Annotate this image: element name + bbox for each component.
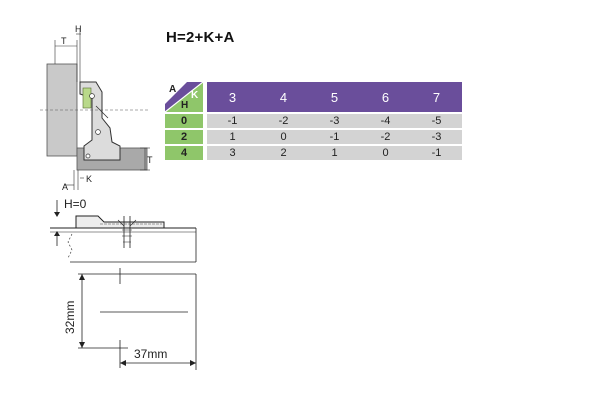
table-header-row: A K H 3 4 5 6 7 — [165, 82, 462, 112]
k-value-header: 4 — [258, 82, 309, 112]
table-cell: 1 — [309, 146, 360, 160]
dim-37mm-label: 37mm — [134, 347, 167, 361]
dim-a-label: A — [62, 182, 68, 192]
table-row: 0 -1 -2 -3 -4 -5 — [165, 114, 462, 128]
hinge-arm — [79, 81, 121, 161]
table-cell: -2 — [258, 114, 309, 128]
mounting-plate — [82, 87, 92, 109]
dim-32mm-label: 32mm — [63, 301, 77, 334]
k-value-header: 5 — [309, 82, 360, 112]
a-value-row-header: 4 — [165, 146, 203, 160]
a-value-row-header: 0 — [165, 114, 203, 128]
table-cell: -4 — [360, 114, 411, 128]
table-cell: 3 — [207, 146, 258, 160]
formula-title: H=2+K+A — [166, 29, 235, 46]
corner-label-k: K — [191, 90, 199, 101]
table-row: 2 1 0 -1 -2 -3 — [165, 130, 462, 144]
table-cell: 1 — [207, 130, 258, 144]
table-cell: -3 — [411, 130, 462, 144]
dim-t-side-label: T — [147, 155, 153, 165]
a-value-row-header: 2 — [165, 130, 203, 144]
table-cell: -2 — [360, 130, 411, 144]
mounting-plate-diagram: H=0 — [50, 197, 197, 263]
corner-label-h: H — [181, 100, 189, 111]
corner-diagonal — [165, 82, 203, 112]
k-value-header: 3 — [207, 82, 258, 112]
corner-label-a: A — [169, 84, 177, 95]
table-cell: 0 — [258, 130, 309, 144]
table-cell: -3 — [309, 114, 360, 128]
plate-h-label: H=0 — [64, 197, 87, 211]
dim-h-label: H — [75, 24, 82, 34]
dim-t-top-label: T — [61, 36, 67, 46]
table-cell: 2 — [258, 146, 309, 160]
hinge-section-diagram: T H T A K — [40, 24, 153, 192]
k-value-header: 6 — [360, 82, 411, 112]
table-cell: -1 — [207, 114, 258, 128]
k-value-header: 7 — [411, 82, 462, 112]
adjustment-table: A K H 3 4 5 6 7 0 -1 -2 -3 -4 -5 2 1 0 -… — [165, 80, 462, 162]
table-cell: -1 — [309, 130, 360, 144]
screw — [122, 216, 132, 248]
drilling-dimension-diagram: 32mm 37mm — [63, 268, 197, 370]
table-row: 4 3 2 1 0 -1 — [165, 146, 462, 160]
dim-k-label: K — [86, 174, 92, 184]
table-cell: 0 — [360, 146, 411, 160]
table-cell: -1 — [411, 146, 462, 160]
table-cell: -5 — [411, 114, 462, 128]
table-corner-cell: A K H — [165, 82, 203, 112]
